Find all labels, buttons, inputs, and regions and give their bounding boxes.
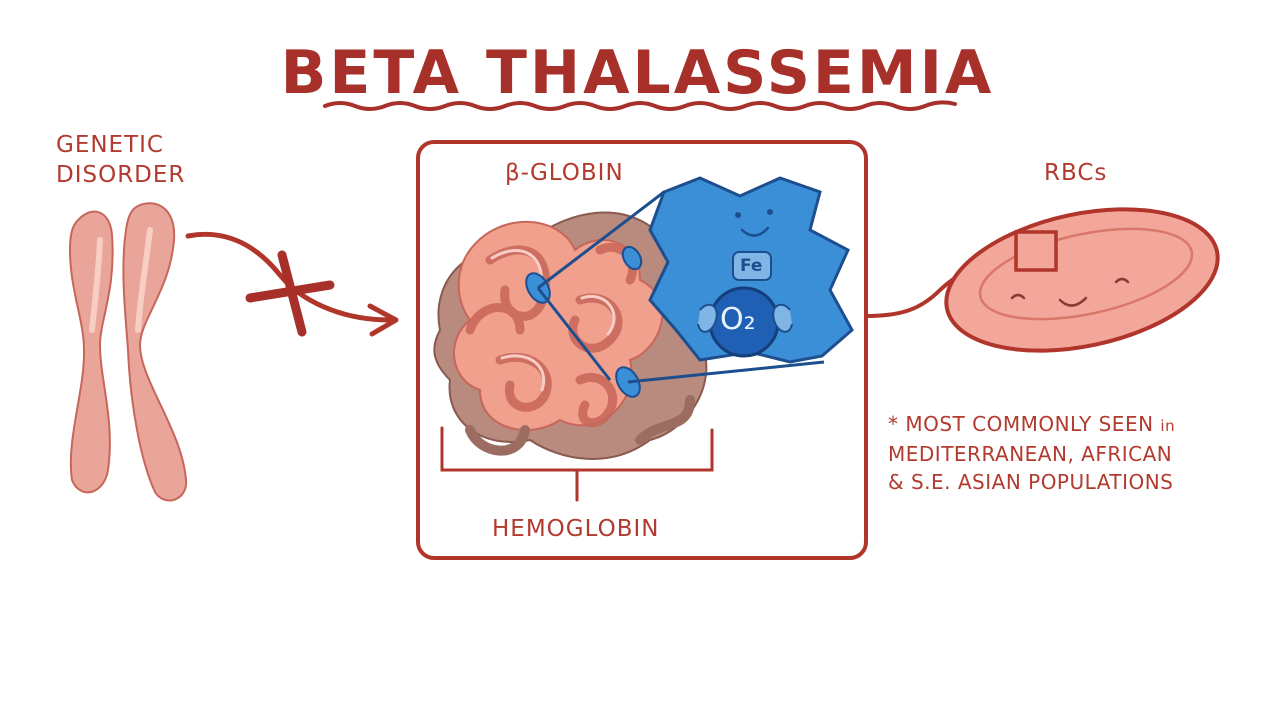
o2-label: O₂ bbox=[720, 302, 756, 337]
note-line2: MEDITERRANEAN, AFRICAN bbox=[888, 442, 1173, 466]
zoom-lines bbox=[536, 190, 825, 384]
population-note: * MOST COMMONLY SEEN in MEDITERRANEAN, A… bbox=[888, 410, 1268, 496]
genetic-line2: DISORDER bbox=[56, 162, 186, 188]
page-title: BETA THALASSEMIA bbox=[280, 38, 995, 108]
title-underline bbox=[323, 100, 957, 111]
blocked-arrow-icon bbox=[185, 231, 399, 337]
note-line3: & S.E. ASIAN POPULATIONS bbox=[888, 470, 1174, 494]
genetic-disorder-label: GENETIC DISORDER bbox=[56, 130, 206, 190]
beta-globin-label: β-GLOBIN bbox=[505, 160, 624, 186]
hemoglobin-frame bbox=[416, 140, 868, 560]
note-line1-small: in bbox=[1160, 417, 1176, 435]
note-line1-text: MOST COMMONLY SEEN bbox=[905, 412, 1154, 436]
chromosome-icon bbox=[68, 202, 188, 502]
note-star: * bbox=[888, 412, 899, 436]
rbc-icon bbox=[944, 207, 1220, 353]
rbcs-label: RBCs bbox=[1044, 160, 1108, 186]
fe-label: Fe bbox=[740, 256, 763, 276]
genetic-line1: GENETIC bbox=[56, 132, 164, 158]
heme-group-icon bbox=[648, 176, 854, 364]
hemoglobin-bracket bbox=[440, 426, 714, 502]
note-line1: * MOST COMMONLY SEEN in bbox=[888, 410, 1268, 440]
hemoglobin-label: HEMOGLOBIN bbox=[492, 516, 660, 542]
